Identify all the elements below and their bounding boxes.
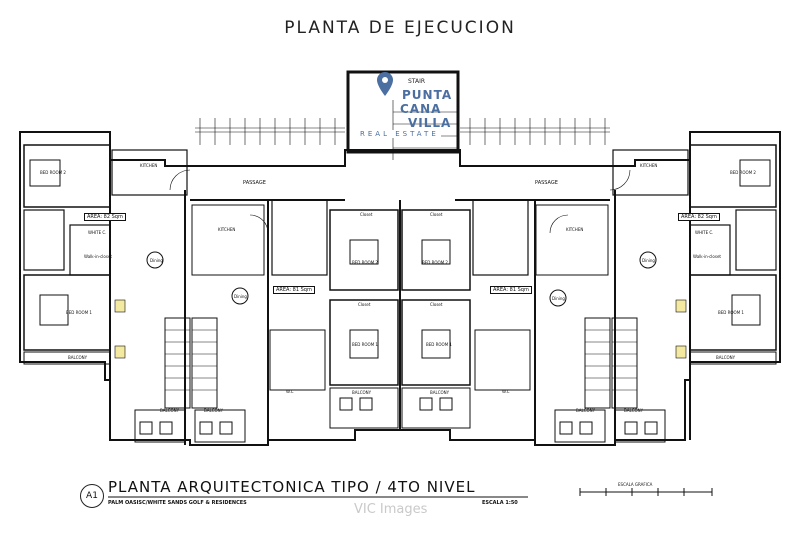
balcony-b4-label: BALCONY	[430, 390, 450, 395]
wc-1-label: W.C	[286, 389, 294, 394]
closet-4-label: Closet	[430, 302, 443, 307]
logo-line-3: VILLA	[408, 116, 452, 130]
balcony-right-label: BALCONY	[716, 355, 736, 360]
drawing-scale: ESCALA 1:50	[482, 500, 518, 506]
scale-graphic-label: ESCALA GRAFICA	[618, 482, 653, 487]
stair-label: STAIR	[408, 78, 426, 85]
passage-left-label: PASSAGE	[243, 180, 266, 186]
logo-line-2: CANA	[400, 102, 442, 116]
bedroom1-left-label: BED ROOM 1	[66, 310, 92, 315]
center-bedroom2-left-label: BED ROOM 2	[352, 260, 378, 265]
center-bedroom1-left-label: BED ROOM 1	[352, 342, 378, 347]
center-bedroom1-right-label: BED ROOM 1	[426, 342, 452, 347]
kitchen-top-right-label: KITCHEN	[640, 163, 658, 168]
kitchen-mid-right-label: KITCHEN	[566, 227, 584, 232]
closet-3-label: Closet	[358, 302, 371, 307]
white-closet-right-label: WHITE C.	[695, 230, 714, 235]
kitchen-mid-left-label: KITCHEN	[218, 227, 236, 232]
area-61-left-label: AREA: 81 Sqm	[273, 286, 315, 294]
area-61-right-label: AREA: 81 Sqm	[490, 286, 532, 294]
drawing-title: PLANTA ARQUITECTONICA TIPO / 4TO NIVEL	[108, 478, 476, 496]
balcony-b1-label: BALCONY	[160, 408, 180, 413]
walkin-left-label: Walk-in-closet	[84, 254, 112, 259]
drawing-subtitle: PALM OASISC/WHITE SANDS GOLF & RESIDENCE…	[108, 500, 247, 506]
closet-2-label: Closet	[430, 212, 443, 217]
center-bedroom2-right-label: BED ROOM 2	[422, 260, 448, 265]
white-closet-left-label: WHITE C.	[88, 230, 107, 235]
outer-wall	[19, 131, 781, 446]
page-title: PLANTA DE EJECUCION	[284, 18, 516, 38]
logo: STAIR PUNTA CANA VILLA REAL ESTATE	[352, 74, 456, 150]
logo-line-4: REAL ESTATE	[358, 130, 441, 138]
logo-line-1: PUNTA	[402, 88, 453, 102]
bedroom2-right-label: BED ROOM 2	[730, 170, 756, 175]
area-82-left-label: AREA: 82 Sqm	[84, 213, 126, 221]
bedroom1-right-label: BED ROOM 1	[718, 310, 744, 315]
dining-2-label: Dining	[234, 294, 247, 299]
walkin-right-label: Walk-in-closet	[693, 254, 721, 259]
balcony-b3-label: BALCONY	[352, 390, 372, 395]
bedroom2-left-label: BED ROOM 2	[40, 170, 66, 175]
dining-1-label: Dining	[150, 258, 163, 263]
dining-3-label: Dining	[552, 296, 565, 301]
watermark: VIC Images	[354, 502, 428, 517]
balcony-b6-label: BALCONY	[624, 408, 644, 413]
drawing-tag: A1	[80, 484, 104, 508]
map-pin-icon	[377, 72, 393, 96]
wc-2-label: W.C	[502, 389, 510, 394]
dining-4-label: Dining	[642, 258, 655, 263]
closet-1-label: Closet	[360, 212, 373, 217]
balcony-b5-label: BALCONY	[576, 408, 596, 413]
kitchen-top-left-label: KITCHEN	[140, 163, 158, 168]
balcony-b2-label: BALCONY	[204, 408, 224, 413]
area-82-right-label: AREA: 82 Sqm	[678, 213, 720, 221]
passage-right-label: PASSAGE	[535, 180, 558, 186]
balcony-left-label: BALCONY	[68, 355, 88, 360]
